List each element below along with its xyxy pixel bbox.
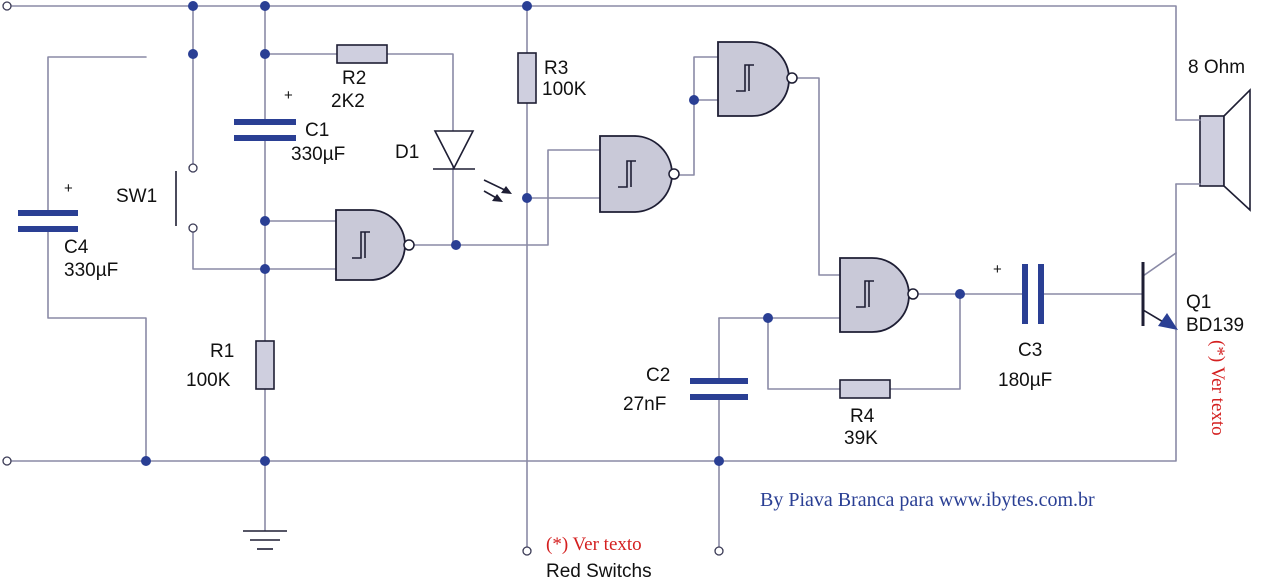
junctions	[141, 1, 965, 466]
red-switchs-label: Red Switchs	[546, 561, 652, 582]
speaker-icon: 8 Ohm	[1175, 57, 1251, 212]
terminal	[714, 546, 724, 556]
c1-polarity: +	[284, 87, 293, 104]
schmitt-nand-gate-icon	[717, 41, 798, 117]
c3-ref: C3	[1018, 340, 1042, 361]
c4-polarity: +	[64, 180, 73, 197]
r1-ref: R1	[210, 341, 234, 362]
credit-text: By Piava Branca para www.ibytes.com.br	[760, 489, 1095, 511]
r2-value: 2K2	[331, 91, 365, 112]
junction-dot	[260, 49, 270, 59]
npn-transistor-icon: Q1 BD139 (*) Ver texto	[1141, 262, 1244, 436]
junction-dot	[260, 264, 270, 274]
junction-dot	[260, 216, 270, 226]
q1-note: (*) Ver texto	[1207, 340, 1228, 436]
ground-icon	[243, 530, 287, 550]
c4-value: 330µF	[64, 260, 118, 281]
junction-dot	[714, 456, 724, 466]
c2-ref: C2	[646, 365, 670, 386]
diode-d1: D1	[395, 130, 475, 170]
junction-dot	[188, 1, 198, 11]
junction-dot	[955, 289, 965, 299]
switch-terminal	[188, 223, 198, 233]
r2-ref: R2	[342, 68, 366, 89]
photodiode-icon	[483, 179, 512, 202]
c1-value: 330µF	[291, 144, 345, 165]
switch-terminal	[188, 163, 198, 173]
junction-dot	[260, 1, 270, 11]
junction-dot	[141, 456, 151, 466]
r3-value: 100K	[542, 79, 587, 100]
junction-dot	[522, 1, 532, 11]
wires	[11, 5, 1177, 552]
capacitor-c3: + C3 180µF	[993, 261, 1052, 391]
resistor-r3: R3 100K	[517, 52, 587, 104]
r1-value: 100K	[186, 370, 231, 391]
schmitt-nand-gate-icon	[599, 135, 680, 213]
c4-ref: C4	[64, 237, 89, 258]
r4-value: 39K	[844, 428, 878, 449]
d1-ref: D1	[395, 142, 419, 163]
junction-dot	[689, 95, 699, 105]
schmitt-nand-gate-icon	[839, 257, 919, 333]
r4-ref: R4	[850, 406, 875, 427]
terminal	[2, 456, 12, 466]
sw1-ref: SW1	[116, 186, 157, 207]
red-switchs-note: (*) Ver texto	[546, 534, 642, 555]
r3-ref: R3	[544, 58, 568, 79]
q1-value: BD139	[1186, 315, 1244, 336]
schmitt-nand-gate-icon	[335, 209, 415, 281]
capacitor-c2: C2 27nF	[623, 365, 748, 415]
capacitor-c4: + C4 330µF	[18, 180, 118, 281]
junction-dot	[763, 313, 773, 323]
junction-dot	[451, 240, 461, 250]
resistor-r2: R2 2K2	[331, 44, 388, 112]
c2-value: 27nF	[623, 394, 666, 415]
c3-polarity: +	[993, 261, 1002, 278]
junction-dot	[522, 193, 532, 203]
switch-sw1: SW1	[116, 171, 177, 226]
speaker-value: 8 Ohm	[1188, 57, 1245, 78]
c3-value: 180µF	[998, 370, 1052, 391]
junction-dot	[260, 456, 270, 466]
terminal	[2, 1, 12, 11]
q1-ref: Q1	[1186, 292, 1211, 313]
resistor-r1: R1 100K	[186, 340, 275, 391]
capacitor-c1: + C1 330µF	[234, 87, 345, 165]
resistor-r4: R4 39K	[839, 379, 891, 449]
junction-dot	[188, 49, 198, 59]
terminals	[2, 1, 724, 556]
terminal	[522, 546, 532, 556]
c1-ref: C1	[305, 120, 329, 141]
